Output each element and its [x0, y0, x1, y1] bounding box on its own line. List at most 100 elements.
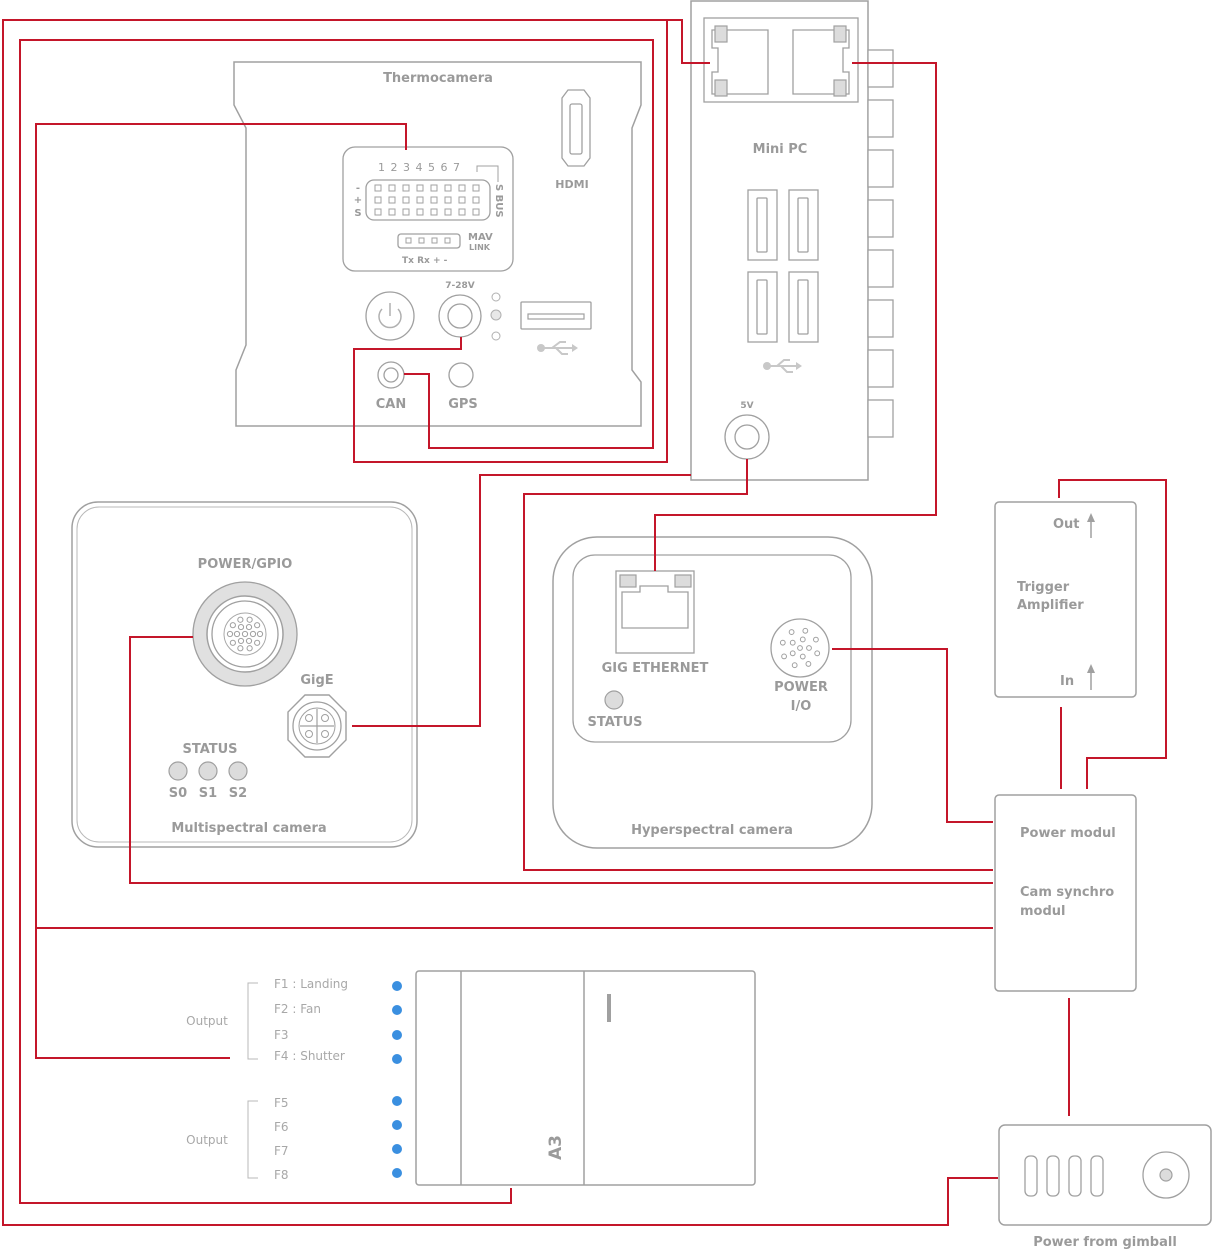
arrow-up-icon: [1087, 664, 1095, 690]
output-f6-led: [392, 1120, 402, 1130]
cam-synchro-label-2: modul: [1020, 904, 1066, 919]
trigger-amplifier: Out Trigger Amplifier In: [994, 501, 1137, 698]
multispectral-status-label: STATUS: [182, 742, 237, 757]
trigger-out-label: Out: [1053, 517, 1080, 532]
thermocamera-pin-numbers: 1 2 3 4 5 6 7: [378, 161, 461, 174]
thermocamera-gps-label: GPS: [448, 397, 478, 412]
minipc-title: Mini PC: [753, 142, 808, 157]
output-bottom-label: Output: [186, 1133, 228, 1147]
output-f4-label: F4 : Shutter: [274, 1049, 345, 1063]
wire-minipc-eth-to-thermocamera-bus: [2, 19, 998, 1226]
thermocamera-dc-jack: [438, 294, 482, 338]
thermocamera-can-label: CAN: [376, 397, 406, 412]
minipc-ethernet-port-1: [711, 25, 769, 97]
multispectral-power-gpio-label: POWER/GPIO: [198, 557, 293, 572]
thermocamera-sbus-label: S BUS: [493, 184, 504, 218]
thermocamera-mavlink-pins: [405, 237, 451, 244]
wire-thermocamera-mavlink-to-a3: [35, 123, 407, 1059]
thermocamera: Thermocamera 1 2 3 4 5 6 7 - + S S BUS M…: [233, 61, 642, 427]
multispectral-title: Multispectral camera: [171, 821, 326, 836]
hyperspectral-gig-ethernet-label: GIG ETHERNET: [602, 661, 709, 676]
trigger-amplifier-body: [994, 501, 1137, 698]
cam-synchro-label: Cam synchro: [1020, 885, 1114, 900]
thermocamera-sbus-bracket: [476, 165, 499, 182]
hyperspectral-status-label: STATUS: [587, 715, 642, 730]
hyperspectral-title: Hyperspectral camera: [631, 823, 793, 838]
power-icon: [378, 303, 402, 329]
trigger-in-label: In: [1060, 674, 1074, 689]
thermocamera-power-button[interactable]: [365, 291, 415, 341]
thermocamera-hdmi-label: HDMI: [555, 178, 588, 191]
power-modul: Power modul Cam synchro modul: [994, 794, 1137, 992]
thermocamera-can-port: [377, 361, 405, 389]
output-f3-led: [392, 1030, 402, 1040]
gimbal-power: Power from gimball: [998, 1124, 1212, 1250]
usb-icon: [537, 341, 578, 355]
wire-gige-to-thermocamera: [352, 474, 691, 727]
multispectral-gige-connector: [287, 694, 347, 758]
minipc: Mini PC 5V: [690, 0, 894, 481]
output-f8-led: [392, 1168, 402, 1178]
wire-hyperspectral-power-io: [832, 648, 993, 823]
power-modul-body: [994, 794, 1137, 992]
minipc-ethernet-port-2: [792, 25, 850, 97]
usb-icon: [763, 359, 802, 373]
thermocamera-pin-grid: [374, 184, 480, 216]
multispectral-led-s2-label: S2: [229, 786, 247, 801]
trigger-label-line2: Amplifier: [1017, 598, 1084, 613]
output-bracket-bottom: [247, 1100, 258, 1179]
arrow-up-icon: [1087, 513, 1095, 538]
thermocamera-header: [365, 179, 491, 221]
wire-thermocamera-dc-to-bus: [353, 20, 668, 463]
output-f3-label: F3: [274, 1028, 289, 1042]
hyperspectral-ethernet-port: [615, 570, 695, 654]
multispectral-led-s1-label: S1: [199, 786, 217, 801]
output-f2-led: [392, 1005, 402, 1015]
thermocamera-label-minus: -: [356, 183, 360, 194]
thermocamera-status-leds: [490, 292, 502, 341]
output-f1-led: [392, 981, 402, 991]
multispectral-led-s0-label: S0: [169, 786, 187, 801]
thermocamera-hdmi-port: [561, 89, 591, 167]
a3-indicator: [607, 994, 611, 1022]
thermocamera-label-plus: +: [354, 195, 362, 206]
wiring: [2, 19, 1167, 1226]
thermocamera-title: Thermocamera: [383, 71, 493, 86]
thermocamera-voltage-label: 7-28V: [445, 281, 475, 291]
multispectral-led-s2: [228, 761, 248, 781]
hyperspectral-power-label: POWER: [774, 680, 828, 695]
hyperspectral-io-label: I/O: [791, 699, 812, 714]
a3-label: A3: [546, 1135, 566, 1160]
a3-controller: A3 Output F1 : Landing F2 : Fan F3 F4 : …: [186, 970, 756, 1186]
output-f2-label: F2 : Fan: [274, 1002, 321, 1016]
output-f5-label: F5: [274, 1096, 289, 1110]
output-f6-label: F6: [274, 1120, 289, 1134]
wire-minipc-eth-to-hyperspectral: [654, 62, 937, 571]
minipc-dc-jack: [724, 414, 770, 460]
thermocamera-label-s: S: [354, 208, 361, 219]
output-top-label: Output: [186, 1014, 228, 1028]
hyperspectral-camera: GIG ETHERNET STATUS POWER I/O Hyperspect…: [552, 536, 873, 849]
wire-multispectral-power-gpio: [129, 636, 993, 884]
output-f5-led: [392, 1096, 402, 1106]
minipc-voltage-label: 5V: [740, 401, 753, 411]
gimbal-power-body: [998, 1124, 1212, 1226]
wire-trigger-out: [1058, 479, 1167, 789]
hyperspectral-power-io-connector: [770, 618, 830, 678]
a3-body: [415, 970, 756, 1186]
hyperspectral-status-led: [604, 690, 624, 710]
thermocamera-txrx-label: Tx Rx + -: [402, 256, 448, 266]
output-f1-label: F1 : Landing: [274, 977, 348, 991]
multispectral-body-inner: [76, 506, 413, 843]
thermocamera-mav-label: MAV: [468, 232, 493, 243]
gimbal-power-title: Power from gimball: [1033, 1235, 1177, 1250]
multispectral-led-s1: [198, 761, 218, 781]
output-f7-led: [392, 1144, 402, 1154]
wire-a3-power: [19, 39, 654, 1204]
output-f4-led: [392, 1054, 402, 1064]
multispectral-gige-label: GigE: [300, 673, 333, 688]
multispectral-camera: POWER/GPIO GigE STATUS S0 S1 S2 Multispe…: [71, 501, 418, 848]
thermocamera-gps-port: [448, 362, 474, 388]
thermocamera-link-label: LINK: [469, 243, 491, 252]
